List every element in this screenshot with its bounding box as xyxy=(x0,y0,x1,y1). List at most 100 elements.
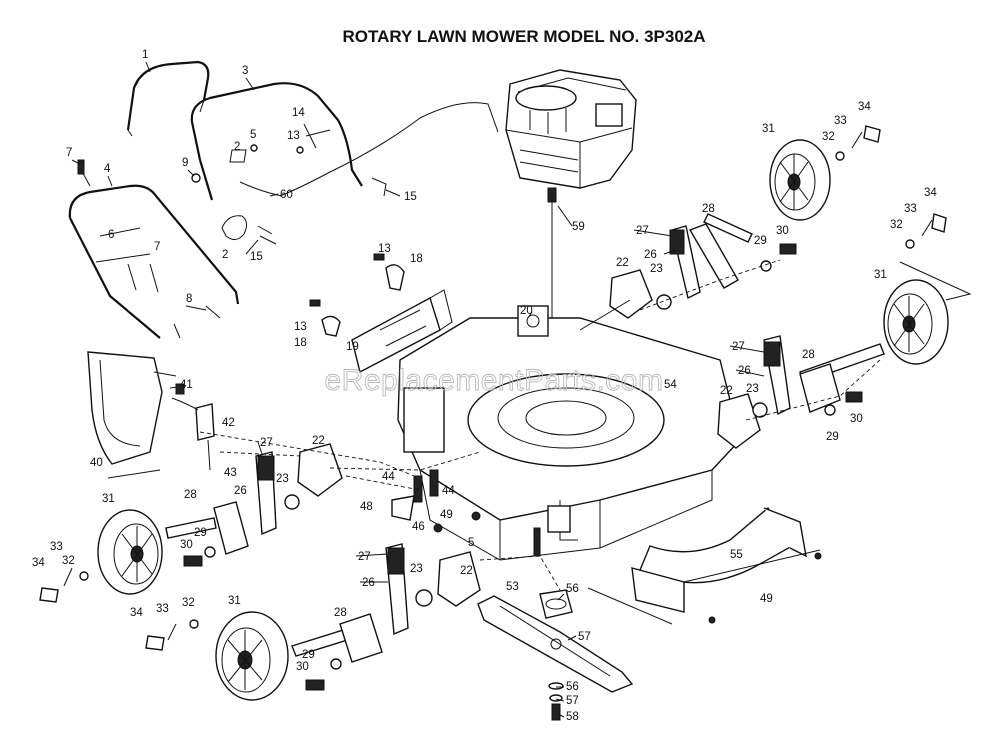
callout-32b: 33 xyxy=(904,203,917,215)
callout-56: 56 xyxy=(566,681,579,693)
control-cable xyxy=(279,102,499,197)
callout-33b: 34 xyxy=(924,187,937,199)
callout-59: 59 xyxy=(572,221,585,233)
deck-fasteners xyxy=(171,383,822,624)
callout-4: 4 xyxy=(104,163,111,175)
callout-13: 13 xyxy=(287,130,300,142)
wheel-30-front-left xyxy=(215,611,289,701)
callout-7a: 7 xyxy=(66,147,72,159)
callout-14: 14 xyxy=(292,107,305,119)
callout-29c: 30 xyxy=(180,539,193,551)
callout-7b: 7 xyxy=(154,241,160,253)
callout-2b: 2 xyxy=(222,249,228,261)
callout-53: 55 xyxy=(730,549,743,561)
callout-15a: 15 xyxy=(404,191,417,203)
callout-27a: 28 xyxy=(702,203,715,215)
wheel-30-front-right xyxy=(883,279,949,365)
axle-27-rear-right xyxy=(703,213,753,243)
callout-42a: 44 xyxy=(382,471,395,483)
callout-29d: 30 xyxy=(296,661,309,673)
height-adjuster-rear-left xyxy=(255,443,343,536)
callout-41: 43 xyxy=(224,467,237,479)
callout-23d: 23 xyxy=(410,563,423,575)
callout-28b: 29 xyxy=(826,431,839,443)
axle-27-rear-left xyxy=(165,501,249,555)
callout-23c: 23 xyxy=(276,473,289,485)
callout-54: 56 xyxy=(566,583,579,595)
callout-8: 8 xyxy=(186,293,192,305)
callout-49: 54 xyxy=(664,379,677,391)
callout-60: 60 xyxy=(280,189,293,201)
bracket-18 xyxy=(309,253,405,337)
engine-59 xyxy=(505,69,637,390)
lower-handle-4 xyxy=(68,184,240,339)
leader-lines xyxy=(71,61,765,718)
callout-25c: 26 xyxy=(234,485,247,497)
callout-labels: 1 3 14 5 13 2 7 4 9 15 60 6 2 15 7 8 13 … xyxy=(32,49,937,723)
mower-deck xyxy=(397,305,741,561)
callout-33a: 34 xyxy=(858,101,871,113)
callout-32a: 33 xyxy=(834,115,847,127)
callout-2a: 2 xyxy=(234,141,240,153)
callout-23a: 23 xyxy=(650,263,663,275)
callout-32d: 33 xyxy=(156,603,169,615)
callout-3: 3 xyxy=(242,65,248,77)
callout-31d: 32 xyxy=(182,597,195,609)
callout-5: 5 xyxy=(250,129,256,141)
callout-5b: 5 xyxy=(468,537,474,549)
callout-15b: 15 xyxy=(250,251,263,263)
wheel-30-rear-left xyxy=(97,509,163,595)
axle-27-front-left xyxy=(291,613,383,663)
callout-46b: 49 xyxy=(760,593,773,605)
callout-46a: 49 xyxy=(440,509,453,521)
blade-adapter-54 xyxy=(539,589,573,619)
height-adjuster-front-left xyxy=(385,543,481,636)
callout-33c: 34 xyxy=(32,557,45,569)
height-adjuster-front-right xyxy=(717,335,791,449)
baffle-19 xyxy=(351,289,453,374)
callout-30a: 31 xyxy=(762,123,775,135)
callout-43: 46 xyxy=(412,521,425,533)
callout-25d: 26 xyxy=(362,577,375,589)
callout-18b: 18 xyxy=(294,337,307,349)
callout-25a: 26 xyxy=(644,249,657,261)
diagram-title: ROTARY LAWN MOWER MODEL NO. 3P302A xyxy=(342,27,705,46)
watermark: eReplacementParts.com xyxy=(325,364,664,397)
callout-1: 1 xyxy=(142,49,148,61)
callout-31b: 32 xyxy=(890,219,903,231)
height-adjuster-rear-right xyxy=(609,223,739,319)
callout-20: 20 xyxy=(520,305,533,317)
callout-58: 58 xyxy=(566,711,579,723)
callout-13b: 13 xyxy=(378,243,391,255)
callout-25b: 26 xyxy=(738,365,751,377)
blade-bolt-stack xyxy=(548,682,564,721)
callout-22c: 22 xyxy=(312,435,325,447)
callout-22d: 22 xyxy=(460,565,473,577)
callout-28a: 29 xyxy=(754,235,767,247)
callout-29a: 30 xyxy=(776,225,789,237)
handle-hardware xyxy=(77,123,387,339)
callout-31a: 32 xyxy=(822,131,835,143)
rear-skirt-53 xyxy=(587,506,821,625)
callout-40: 42 xyxy=(222,417,235,429)
callout-31c: 32 xyxy=(62,555,75,567)
assembly-guide-lines xyxy=(107,259,972,591)
callout-27b: 28 xyxy=(802,349,815,361)
callout-48: 53 xyxy=(506,581,519,593)
callout-30d: 31 xyxy=(228,595,241,607)
callout-18a: 18 xyxy=(410,253,423,265)
callout-9: 9 xyxy=(182,157,188,169)
callout-28d: 29 xyxy=(302,649,315,661)
blade-55 xyxy=(477,595,634,693)
axle-27-front-right xyxy=(799,343,885,413)
grass-deflector-34 xyxy=(87,351,187,465)
upper-handle-3 xyxy=(190,82,363,201)
callout-27d: 28 xyxy=(334,607,347,619)
callout-27c: 28 xyxy=(184,489,197,501)
callout-23b: 23 xyxy=(746,383,759,395)
callout-22b: 22 xyxy=(720,385,733,397)
callout-55: 57 xyxy=(578,631,591,643)
callout-33d: 34 xyxy=(130,607,143,619)
callout-6: 6 xyxy=(108,229,114,241)
